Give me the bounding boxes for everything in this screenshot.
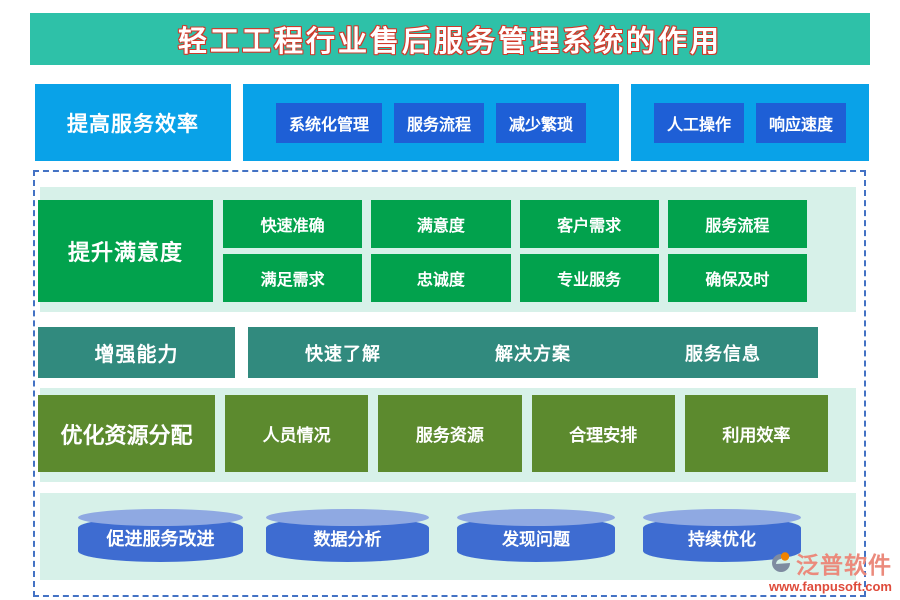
chip-ensure-timely: 确保及时 [667,254,807,302]
cylinder-top [457,509,615,526]
satisfaction-chips: 快速准确 满意度 客户需求 服务流程 满足需求 忠诚度 专业服务 确保及时 [223,200,807,302]
chip-find-problems: 发现问题 [502,530,570,549]
header-banner: 轻工工程行业售后服务管理系统的作用 [30,13,870,65]
resources-chips: 人员情况 服务资源 合理安排 利用效率 [225,395,828,472]
chip-response-speed: 响应速度 [756,102,847,143]
chip-utilization-efficiency: 利用效率 [684,395,828,472]
chip-professional-service: 专业服务 [519,254,659,302]
fanpu-logo-icon [768,550,794,576]
page-title: 轻工工程行业售后服务管理系统的作用 [177,26,722,58]
chip-meet-demand: 满足需求 [223,254,363,302]
watermark: 泛普软件 www.fanpusoft.com [768,546,892,594]
chip-service-flow: 服务流程 [667,200,807,248]
cylinder-data-analysis: 数据分析 [266,509,429,562]
cylinder-top [78,509,243,526]
cylinder-promote-improvement: 促进服务改进 [78,509,243,562]
cylinder-top [643,509,801,526]
watermark-url: www.fanpusoft.com [768,579,892,594]
chip-personnel-status: 人员情况 [225,395,369,472]
chip-service-info: 服务信息 [685,343,761,364]
chip-continuous-optimization: 持续优化 [688,530,756,549]
chip-service-process: 服务流程 [393,102,484,143]
efficiency-group-1: 系统化管理 服务流程 减少繁琐 [243,84,619,161]
chip-systematic-management: 系统化管理 [275,102,382,143]
chip-customer-needs: 客户需求 [519,200,659,248]
section-label-efficiency: 提高服务效率 [35,84,231,161]
chip-solutions: 解决方案 [495,343,571,364]
section-label-improvement: 促进服务改进 [106,529,215,549]
chip-fast-accurate: 快速准确 [223,200,363,248]
chip-data-analysis: 数据分析 [313,530,382,549]
chip-quick-understanding: 快速了解 [305,343,381,364]
chip-loyalty: 忠诚度 [371,254,511,302]
dashed-frame [33,170,866,597]
cylinder-continuous-optimization: 持续优化 [643,509,801,562]
efficiency-group-2: 人工操作 响应速度 [631,84,869,161]
section-label-satisfaction: 提升满意度 [38,200,213,302]
chip-reduce-tedium: 减少繁琐 [496,102,587,143]
section-label-resources: 优化资源分配 [38,395,215,472]
watermark-brand: 泛普软件 [796,552,892,578]
capability-bar: 快速了解 解决方案 服务信息 [248,327,818,378]
chip-reasonable-arrangement: 合理安排 [531,395,675,472]
cylinder-top [266,509,429,526]
section-label-capability: 增强能力 [38,327,235,378]
chip-satisfaction-degree: 满意度 [371,200,511,248]
cylinder-find-problems: 发现问题 [457,509,615,562]
chip-service-resources: 服务资源 [378,395,522,472]
chip-manual-operation: 人工操作 [653,102,744,143]
